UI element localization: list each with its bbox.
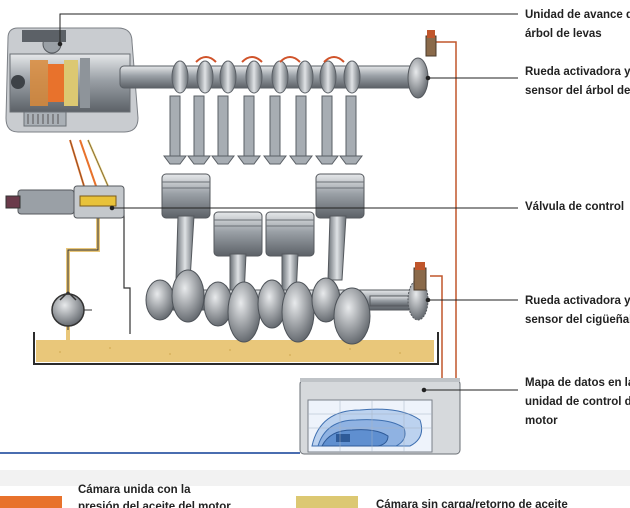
callout-line: sensor del cigüeñal (525, 314, 630, 326)
valves (163, 95, 363, 165)
crank-trigger-wheel (407, 262, 429, 321)
divider-line (0, 452, 300, 454)
legend-line: presión del aceite del motor (78, 501, 231, 508)
callout-cam-sensor: Rueda activadora y sensor del árbol de (525, 63, 630, 101)
ecu-data-map (308, 400, 432, 452)
callout-line: Mapa de datos en la (525, 377, 630, 389)
pistons (161, 173, 365, 257)
legend-label-return: Cámara sin carga/retorno de aceite (376, 497, 568, 508)
legend-swatch-return (296, 496, 358, 508)
crankshaft (145, 269, 421, 345)
callout-line: Válvula de control (525, 201, 625, 213)
callout-line: sensor del árbol de (525, 85, 630, 97)
callout-control-valve: Válvula de control (525, 198, 624, 217)
callout-ecu-map: Mapa de datos en la unidad de control d … (525, 374, 630, 431)
cam-adjuster-unit (5, 27, 139, 133)
oil-reservoir (36, 340, 434, 362)
callout-leaders (57, 13, 518, 393)
ecu-unit (299, 378, 461, 455)
callout-line: árbol de levas (525, 28, 602, 40)
legend-label-pressure: Cámara unida con la presión del aceite d… (78, 482, 231, 508)
callout-line: Rueda activadora y (525, 295, 630, 307)
control-valve (5, 185, 130, 219)
callout-line: motor (525, 415, 558, 427)
oil-pump (51, 290, 92, 327)
camshaft (119, 56, 421, 94)
callout-crank-sensor: Rueda activadora y sensor del cigüeñal (525, 292, 630, 330)
legend-line: Cámara unida con la (78, 484, 191, 496)
callout-cam-adjuster: Unidad de avance d árbol de levas (525, 6, 630, 44)
sensor-wires (430, 41, 457, 380)
callout-line: unidad de control d (525, 396, 630, 408)
legend-swatch-pressure (0, 496, 62, 508)
callout-line: Unidad de avance d (525, 9, 630, 21)
legend-line: Cámara sin carga/retorno de aceite (376, 499, 568, 508)
oil-pan (33, 332, 439, 365)
callout-line: Rueda activadora y (525, 66, 630, 78)
cam-trigger-wheel (407, 30, 437, 99)
